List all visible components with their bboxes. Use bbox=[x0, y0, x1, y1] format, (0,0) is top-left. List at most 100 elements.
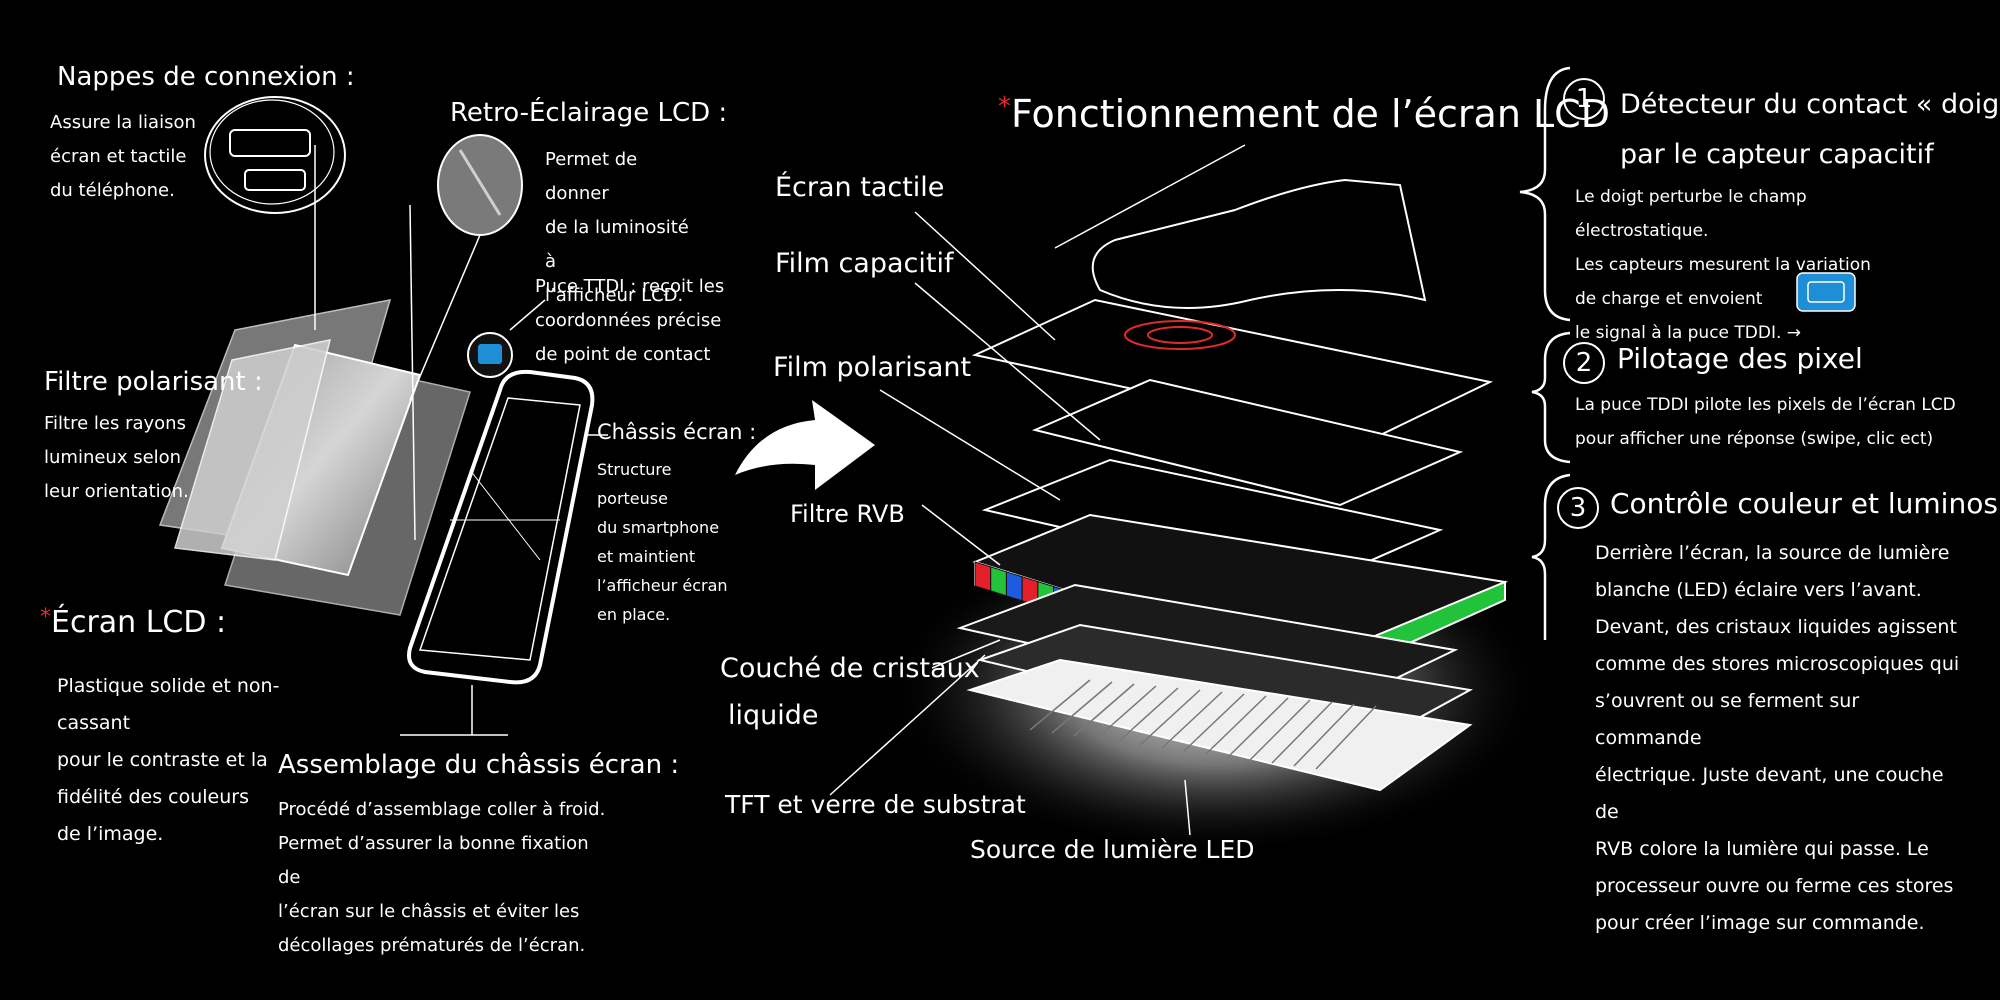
led-panel-line bbox=[1117, 687, 1179, 743]
puce-line-2: coordonnées précise bbox=[535, 310, 722, 331]
filtre-description: Filtre les rayons lumineux selon leur or… bbox=[44, 407, 224, 509]
step-1-line-4: le signal à la puce TDDI. → bbox=[1575, 323, 1802, 343]
chassis-line-5: en place. bbox=[597, 605, 671, 624]
led-panel-line bbox=[1227, 697, 1289, 758]
retro-line-2: de la luminosité à bbox=[545, 217, 689, 272]
step-3-description: Derrière l’écran, la source de lumière b… bbox=[1595, 535, 1965, 942]
exploded-layers-illustration bbox=[158, 145, 471, 616]
puce-description: Puce TTDI : reçoit les coordonnées préci… bbox=[535, 270, 755, 372]
nappes-title: Nappes de connexion : bbox=[57, 62, 355, 92]
nappes-description: Assure la liaison écran et tactile du té… bbox=[50, 106, 220, 208]
phone-chassis-illustration bbox=[400, 369, 608, 736]
led-panel-line bbox=[1161, 691, 1223, 749]
led-panel-line bbox=[1073, 683, 1135, 737]
led-panel-line bbox=[1029, 679, 1091, 731]
ecran-line-3: fidélité des couleurs bbox=[57, 786, 249, 808]
puce-line-1: Puce TTDI : reçoit les bbox=[535, 276, 725, 297]
led-panel-line bbox=[1095, 685, 1157, 740]
step-3-number: 3 bbox=[1557, 487, 1599, 529]
assemblage-line-2: Permet d’assurer la bonne fixation de bbox=[278, 833, 589, 888]
chassis-title: Châssis écran : bbox=[597, 420, 757, 444]
led-panel-line bbox=[1249, 699, 1311, 761]
led-panel-line bbox=[1183, 693, 1245, 752]
connector-scribble-circle bbox=[204, 96, 346, 214]
nappes-line-3: du téléphone. bbox=[50, 180, 175, 201]
step-3-line-5: s’ouvrent ou se ferment sur commande bbox=[1595, 690, 1860, 749]
chassis-line-2: du smartphone bbox=[597, 518, 720, 537]
label-film-capacitif: Film capacitif bbox=[775, 248, 954, 279]
step-2-description: La puce TDDI pilote les pixels de l’écra… bbox=[1575, 388, 1965, 456]
rgb-filter-cell bbox=[974, 561, 992, 592]
step-3-line-4: comme des stores microscopiques qui bbox=[1595, 653, 1960, 675]
chassis-line-1: Structure porteuse bbox=[597, 460, 672, 508]
step-1-title: Détecteur du contact « doigt » par le ca… bbox=[1620, 80, 2000, 180]
filtre-line-3: leur orientation. bbox=[44, 481, 189, 502]
led-panel-line bbox=[1315, 705, 1377, 770]
retro-description: Permet de donner de la luminosité à l’af… bbox=[545, 143, 705, 313]
label-cristaux-2: liquide bbox=[728, 700, 819, 731]
step-1-description: Le doigt perturbe le champ électrostatiq… bbox=[1575, 180, 1905, 350]
led-panel-line bbox=[1293, 703, 1355, 767]
ecran-line-1: Plastique solide et non-cassant bbox=[57, 675, 280, 734]
assemblage-line-1: Procédé d’assemblage coller à froid. bbox=[278, 799, 606, 820]
retro-line-1: Permet de donner bbox=[545, 149, 638, 204]
rgb-filter-cell bbox=[1005, 571, 1023, 602]
assemblage-line-3: l’écran sur le châssis et éviter les bbox=[278, 901, 580, 922]
step-1-number: 1 bbox=[1563, 78, 1605, 120]
leader-lines bbox=[829, 144, 1246, 836]
assemblage-line-4: décollages prématurés de l’écran. bbox=[278, 935, 586, 956]
rgb-filter-cell bbox=[990, 566, 1007, 597]
ecran-star: * bbox=[40, 605, 51, 630]
retro-line-3: l’afficheur LCD. bbox=[545, 285, 684, 306]
step-1-line-3: de charge et envoient bbox=[1575, 289, 1763, 309]
filtre-line-2: lumineux selon bbox=[44, 447, 182, 468]
label-ecran-tactile: Écran tactile bbox=[775, 172, 945, 203]
main-title: Fonctionnement de l’écran LCD bbox=[1011, 92, 1610, 136]
nappes-line-2: écran et tactile bbox=[50, 146, 187, 167]
label-filtre-rvb: Filtre RVB bbox=[790, 500, 905, 528]
label-tft: TFT et verre de substrat bbox=[725, 790, 1026, 819]
ecran-title: Écran LCD : bbox=[51, 605, 227, 640]
step-3-line-7: RVB colore la lumière qui passe. Le bbox=[1595, 838, 1929, 860]
assemblage-title: Assemblage du châssis écran : bbox=[278, 750, 680, 780]
nappes-line-1: Assure la liaison bbox=[50, 112, 196, 133]
step-braces bbox=[1519, 66, 1571, 640]
step-3-line-6: électrique. Juste devant, une couche de bbox=[1595, 764, 1944, 823]
step-1-title-line-2: par le capteur capacitif bbox=[1620, 139, 1934, 170]
led-panel-line bbox=[1205, 695, 1267, 755]
led-panel-line bbox=[1139, 689, 1201, 746]
main-title-star: * bbox=[998, 92, 1011, 122]
backlight-circle bbox=[409, 134, 523, 401]
label-cristaux-1: Couché de cristaux bbox=[720, 653, 980, 684]
label-film-polarisant: Film polarisant bbox=[773, 352, 972, 383]
step-2-line-1: La puce TDDI pilote les pixels de l’écra… bbox=[1575, 395, 1956, 415]
filtre-line-1: Filtre les rayons bbox=[44, 413, 186, 434]
step-2-title: Pilotage des pixel bbox=[1617, 342, 1863, 375]
ecran-description: Plastique solide et non-cassant pour le … bbox=[57, 668, 347, 853]
step-3-line-8: processeur ouvre ou ferme ces stores bbox=[1595, 875, 1954, 897]
assemblage-description: Procédé d’assemblage coller à froid. Per… bbox=[278, 793, 608, 963]
step-3-line-3: Devant, des cristaux liquides agissent bbox=[1595, 616, 1957, 638]
step-1-line-1: Le doigt perturbe le champ électrostatiq… bbox=[1575, 187, 1807, 241]
step-2-number: 2 bbox=[1563, 342, 1605, 384]
filtre-title: Filtre polarisant : bbox=[44, 367, 263, 397]
led-panel-line bbox=[1051, 681, 1113, 734]
step-1-line-2: Les capteurs mesurent la variation bbox=[1575, 255, 1871, 275]
tddi-chip-icon bbox=[1796, 272, 1856, 312]
retro-title: Retro-Éclairage LCD : bbox=[450, 98, 728, 128]
ecran-line-4: de l’image. bbox=[57, 823, 164, 845]
ecran-lcd-heading: *Écran LCD : bbox=[40, 605, 226, 640]
chassis-line-4: l’afficheur écran bbox=[597, 576, 728, 595]
big-arrow bbox=[735, 400, 875, 490]
ecran-line-2: pour le contraste et la bbox=[57, 749, 268, 771]
step-1-title-line-1: Détecteur du contact « doigt » bbox=[1620, 89, 2000, 120]
chip-circle bbox=[467, 299, 546, 378]
step-3-title: Contrôle couleur et luminosité bbox=[1610, 487, 2000, 520]
label-led-source: Source de lumière LED bbox=[970, 835, 1255, 864]
main-title-heading: *Fonctionnement de l’écran LCD bbox=[998, 92, 1610, 136]
step-2-line-2: pour afficher une réponse (swipe, clic e… bbox=[1575, 429, 1934, 449]
led-panel-line bbox=[1271, 701, 1333, 764]
chassis-line-3: et maintient bbox=[597, 547, 696, 566]
step-3-line-2: blanche (LED) éclaire vers l’avant. bbox=[1595, 579, 1922, 601]
